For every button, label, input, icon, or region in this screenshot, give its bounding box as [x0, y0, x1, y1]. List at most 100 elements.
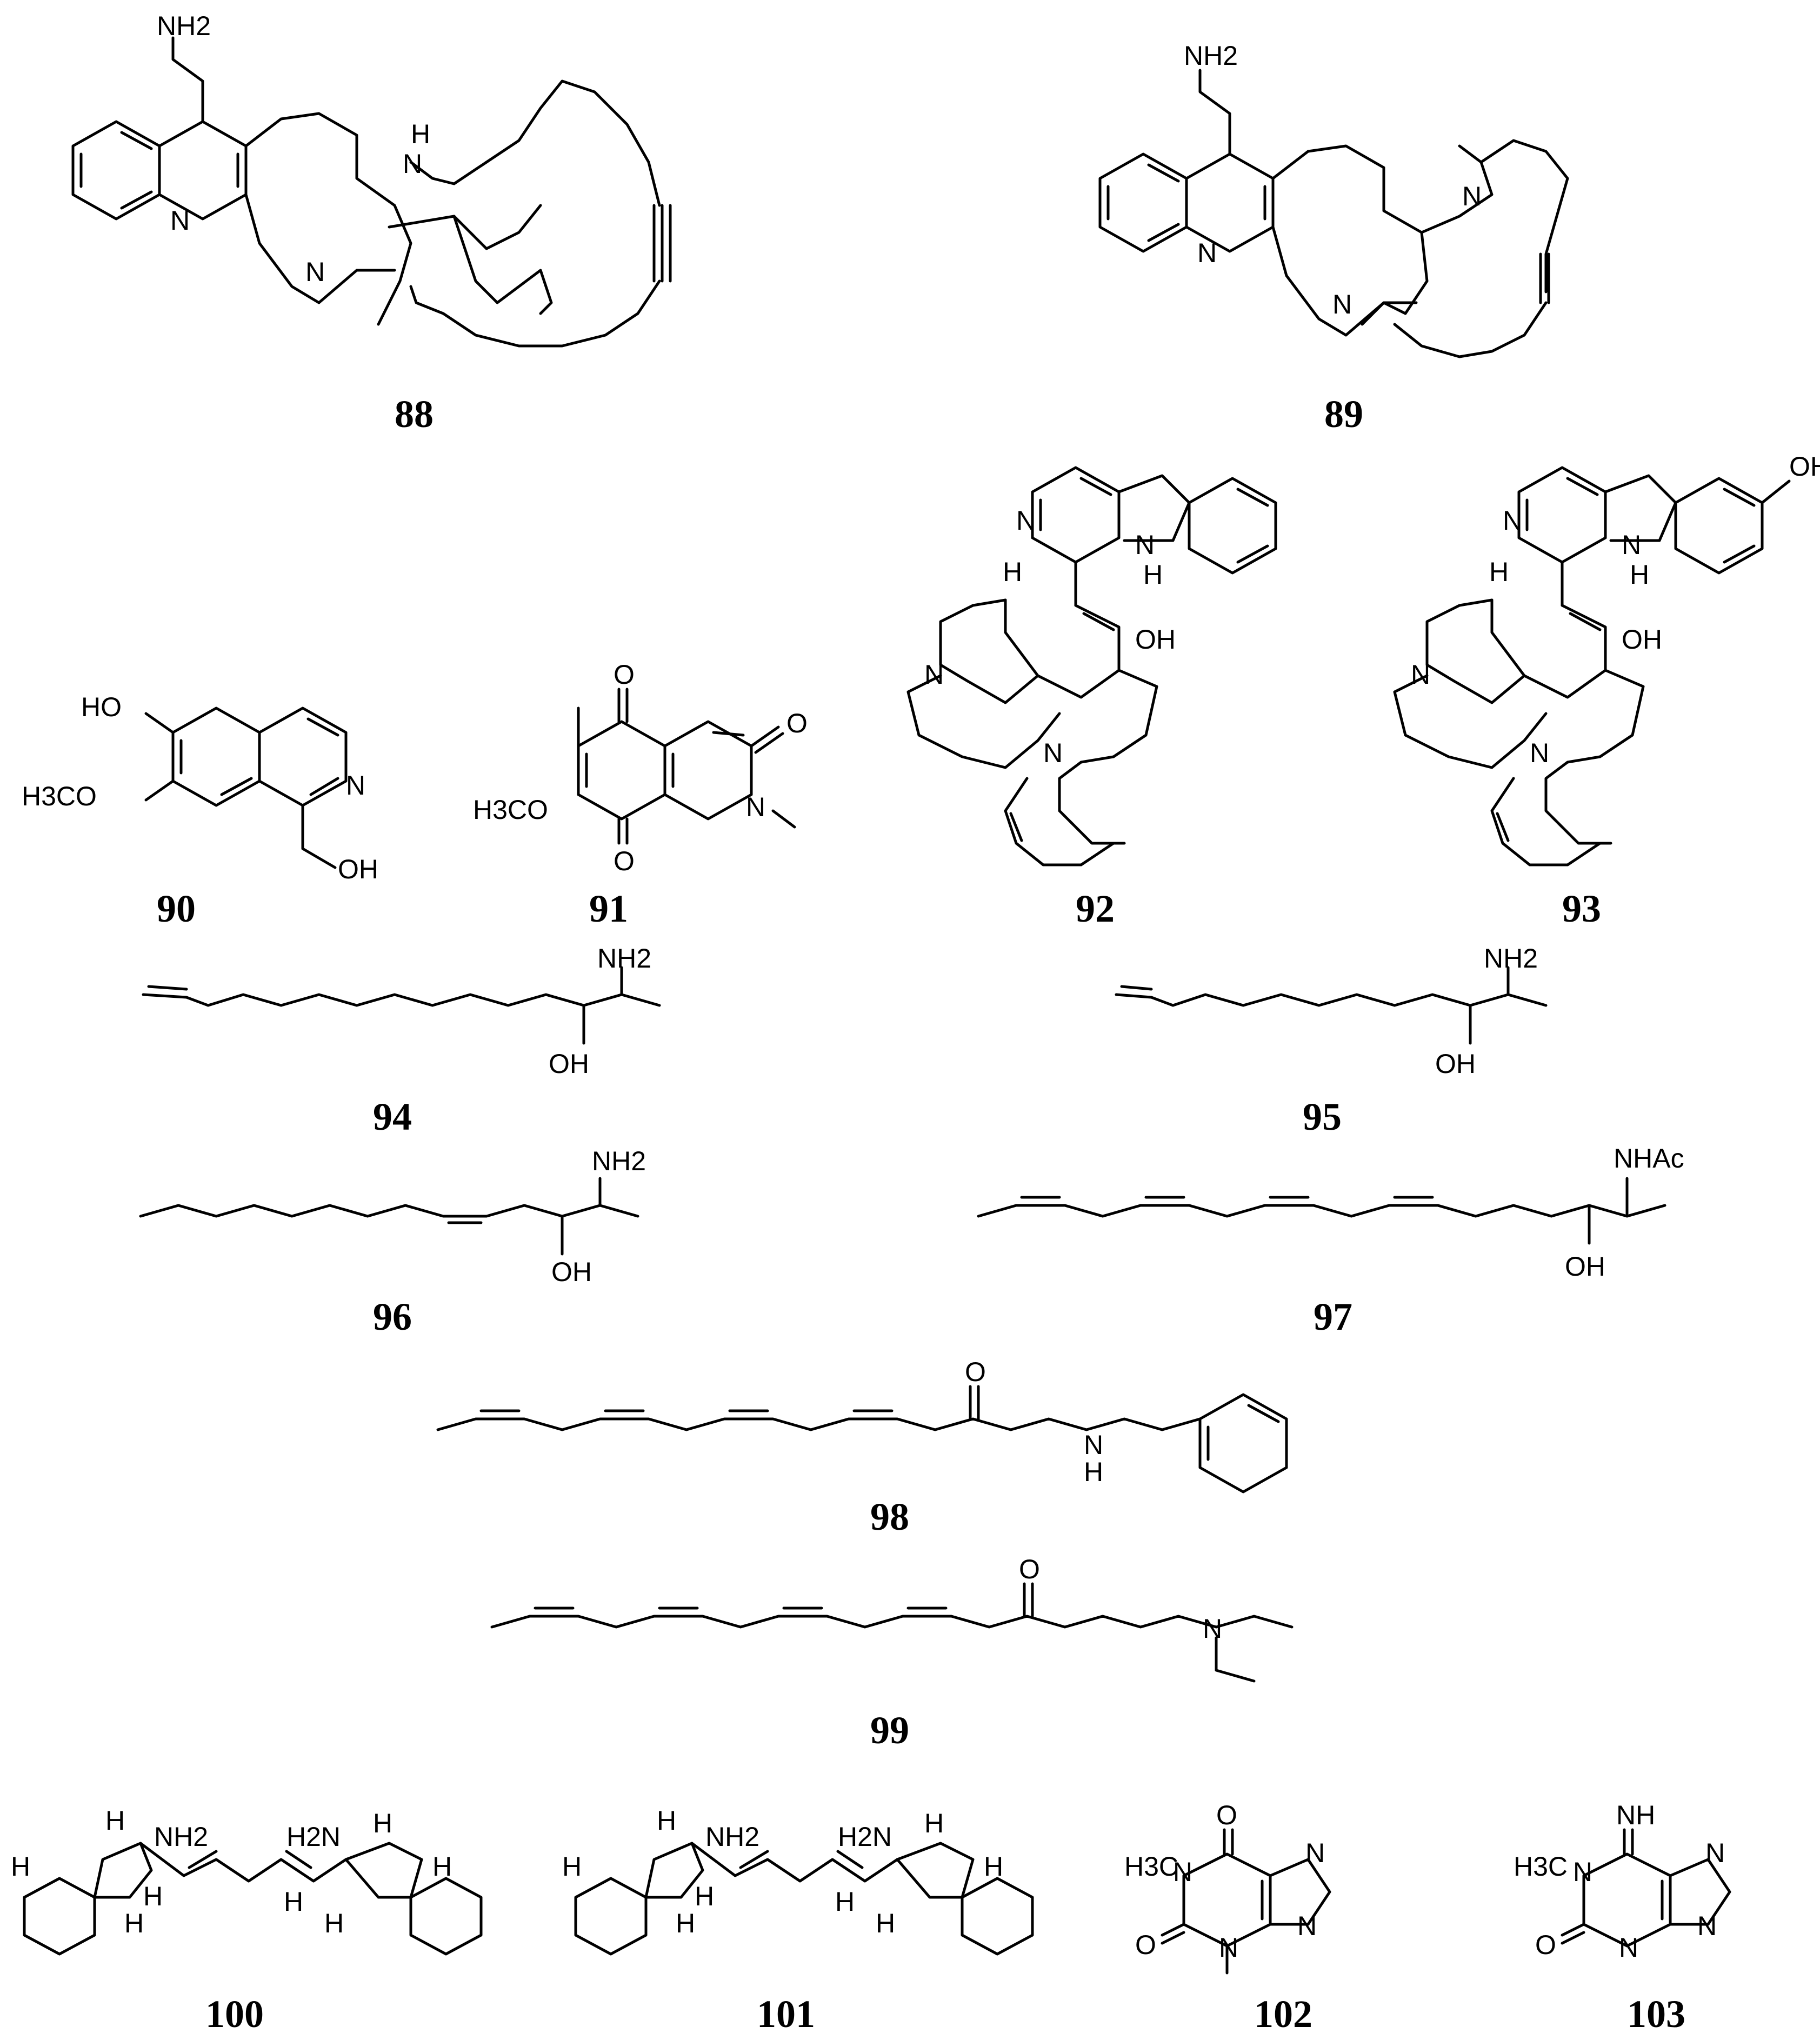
compound-label: 94 — [373, 1095, 412, 1138]
compound-97-bonds — [977, 1177, 1666, 1245]
atom-label: NH2 — [154, 1822, 208, 1852]
atom-label: N — [1297, 1911, 1317, 1941]
atom-label: H — [411, 119, 430, 149]
atom-label: H — [695, 1881, 714, 1911]
atom-label: H2N — [286, 1822, 341, 1852]
compound-100: H NH2 H2N H H H H H H H 100 — [11, 1805, 483, 2036]
compound-88-bonds — [71, 36, 672, 348]
atom-label: H — [105, 1805, 125, 1836]
atom-label: N — [1203, 1614, 1222, 1644]
atom-label: H — [676, 1908, 695, 1938]
atom-label: H — [284, 1886, 303, 1917]
atom-label: N — [1622, 530, 1641, 560]
atom-label: NHAc — [1614, 1143, 1684, 1174]
atom-label: OH — [1135, 624, 1176, 655]
compound-102: O H3C N N O N N 102 — [1124, 1800, 1331, 2036]
atom-label: N — [1084, 1430, 1103, 1460]
atom-label: O — [1535, 1930, 1556, 1960]
atom-label: N — [1573, 1857, 1592, 1887]
compound-96-bonds — [139, 1177, 639, 1256]
atom-label: N — [170, 205, 190, 236]
atom-label: NH2 — [705, 1822, 759, 1852]
compound-102-bonds — [1161, 1828, 1331, 1975]
compound-93-bonds — [1393, 466, 1791, 866]
compound-label: 88 — [395, 392, 434, 436]
atom-label: OH — [549, 1049, 589, 1079]
atom-label: OH — [1565, 1251, 1605, 1282]
compound-label: 90 — [157, 887, 196, 930]
atom-label: NH — [1616, 1800, 1655, 1830]
atom-label: H — [562, 1851, 582, 1882]
atom-label: H — [1003, 557, 1022, 587]
compound-100-bonds — [23, 1842, 483, 1956]
compound-99: O N 99 — [490, 1554, 1294, 1752]
atom-label: N — [1016, 505, 1036, 536]
compound-89: NH2 N N N 89 — [1098, 41, 1569, 436]
atom-label: N — [746, 792, 765, 822]
atom-label: N — [346, 770, 365, 801]
atom-label: NH2 — [1184, 41, 1238, 71]
atom-label: H — [124, 1908, 144, 1938]
atom-label: H — [1084, 1457, 1103, 1487]
compound-93: OH N N H H OH N N 93 — [1393, 451, 1820, 930]
compound-label: 95 — [1303, 1095, 1342, 1138]
atom-label: O — [614, 846, 635, 876]
compound-90-bonds — [144, 706, 348, 869]
compound-98: O N H 98 — [436, 1357, 1288, 1538]
compound-96: NH2 OH 96 — [139, 1146, 646, 1338]
atom-label: O — [1019, 1554, 1040, 1584]
atom-label: O — [1135, 1930, 1156, 1960]
atom-label: H3CO — [473, 795, 548, 825]
atom-label: H — [432, 1851, 452, 1882]
atom-label: N — [1305, 1838, 1325, 1868]
compound-label: 97 — [1314, 1295, 1352, 1338]
atom-label: NH2 — [597, 943, 651, 974]
atom-label: N — [1332, 289, 1352, 319]
atom-label: H — [143, 1881, 163, 1911]
atom-label: N — [403, 149, 422, 179]
atom-label: N — [1503, 505, 1522, 536]
compound-95: NH2 OH 95 — [1115, 943, 1548, 1138]
atom-label: OH — [551, 1257, 592, 1287]
compound-label: 98 — [870, 1495, 909, 1538]
atom-label: NH2 — [592, 1146, 646, 1176]
compound-label: 96 — [373, 1295, 412, 1338]
compound-103: NH H3C N N O N N 103 — [1514, 1800, 1731, 2036]
atom-label: N — [1619, 1932, 1638, 1963]
compound-label: 99 — [870, 1709, 909, 1752]
atom-label: O — [614, 659, 635, 690]
compound-91-bonds — [577, 688, 796, 845]
atom-label: H — [924, 1808, 944, 1838]
atom-label: H — [876, 1908, 895, 1938]
compound-98-bonds — [436, 1385, 1288, 1494]
atom-label: NH2 — [1484, 943, 1538, 974]
compound-101-bonds — [574, 1842, 1034, 1956]
compound-label: 91 — [589, 887, 628, 930]
atom-label: N — [1219, 1932, 1238, 1963]
compound-101: H NH2 H2N H H H H H H H 101 — [562, 1805, 1034, 2036]
compound-92: N N H H OH N N 92 — [906, 466, 1277, 930]
atom-label: N — [305, 257, 325, 287]
atom-label: HO — [81, 692, 122, 722]
atom-label: N — [1135, 530, 1155, 560]
atom-label: N — [1462, 181, 1482, 211]
compound-label: 100 — [205, 1992, 264, 2036]
compound-89-bonds — [1098, 69, 1569, 358]
atom-label: N — [1697, 1911, 1717, 1941]
atom-label: H — [1489, 557, 1509, 587]
atom-label: OH — [338, 854, 378, 884]
atom-label: N — [924, 659, 944, 690]
atom-label: H — [835, 1886, 855, 1917]
atom-label: N — [1043, 738, 1063, 768]
compound-label: 92 — [1076, 887, 1115, 930]
atom-label: N — [1411, 659, 1430, 690]
atom-label: H — [1143, 559, 1163, 590]
compound-94: NH2 OH 94 — [142, 943, 661, 1138]
atom-label: OH — [1789, 451, 1820, 482]
atom-label: O — [1216, 1800, 1237, 1830]
atom-label: H — [1630, 559, 1649, 590]
compound-90: HO H3CO N OH 90 — [22, 692, 378, 930]
compound-99-bonds — [490, 1582, 1294, 1683]
atom-label: OH — [1622, 624, 1662, 655]
